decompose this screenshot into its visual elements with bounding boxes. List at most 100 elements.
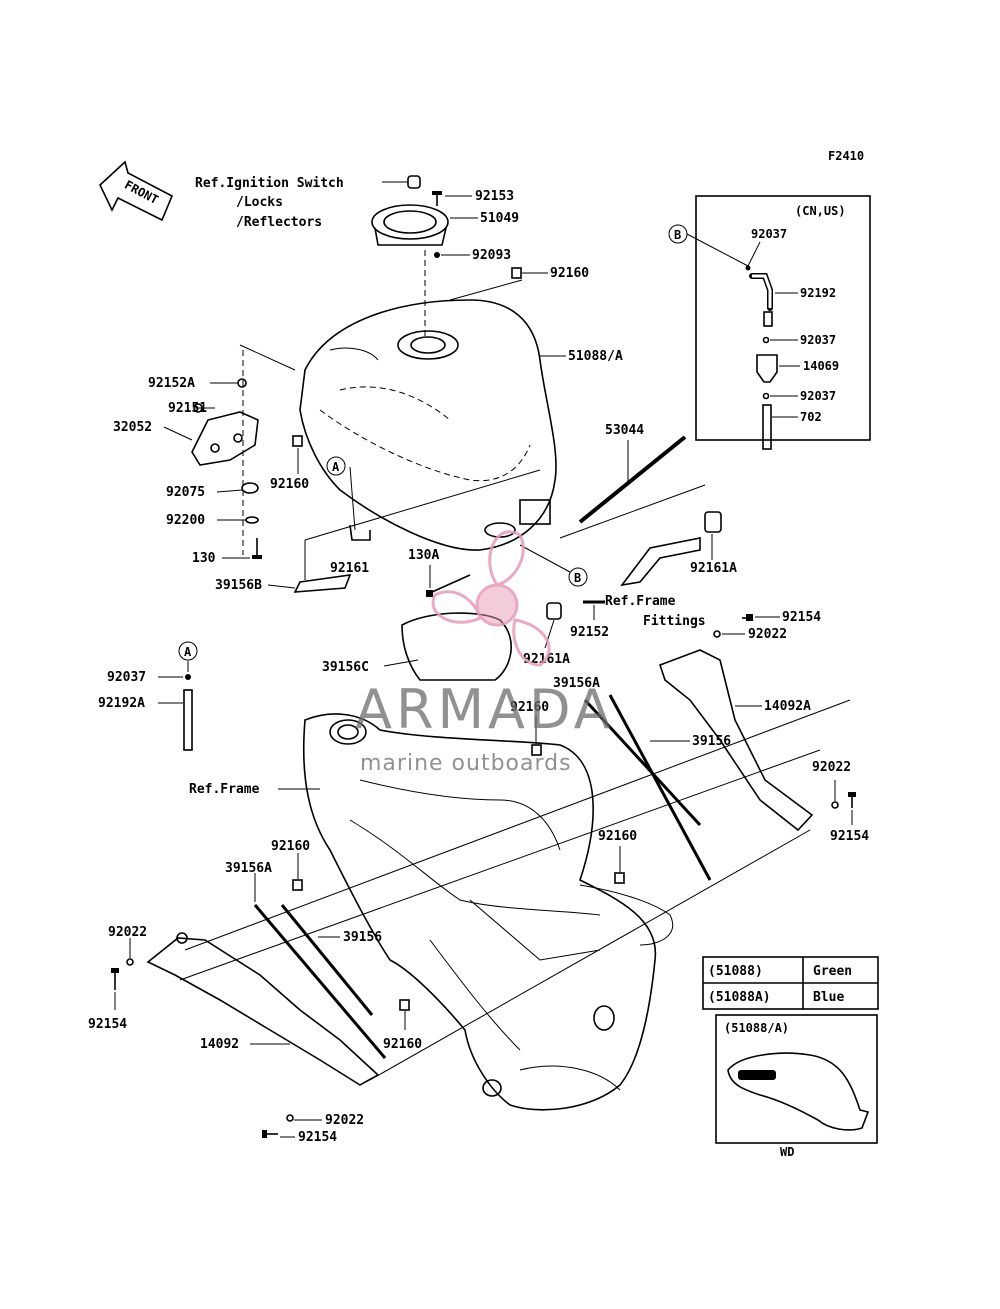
callout-51088A: 51088/A bbox=[568, 349, 623, 364]
ref-ignition-line2: /Locks bbox=[236, 195, 283, 210]
marker-a-tank: A bbox=[326, 456, 346, 476]
bolt-92154-bottom-icon bbox=[262, 1130, 278, 1138]
callout-39156A-r: 39156A bbox=[553, 676, 600, 691]
color-table-color-1: Green bbox=[813, 964, 852, 979]
svg-text:A: A bbox=[184, 645, 192, 659]
washer-92200-icon bbox=[245, 516, 259, 524]
inset-cnus-title: (CN,US) bbox=[795, 204, 846, 218]
callout-92160-bottom: 92160 bbox=[383, 1037, 422, 1052]
callout-92022-l: 92022 bbox=[108, 925, 147, 940]
strip-39156-r-icon bbox=[608, 694, 712, 881]
callout-39156-r: 39156 bbox=[692, 734, 731, 749]
strip-39156-l-icon bbox=[280, 904, 374, 1016]
callout-92161A-right: 92161A bbox=[690, 561, 737, 576]
callout-92160-top: 92160 bbox=[550, 266, 589, 281]
strip-39156A-l-icon bbox=[253, 904, 387, 1059]
ref-frame-fittings-2: Fittings bbox=[643, 614, 706, 629]
ref-ignition-line3: /Reflectors bbox=[236, 215, 322, 230]
front-arrow-icon: FRONT bbox=[99, 160, 174, 222]
callout-92093: 92093 bbox=[472, 248, 511, 263]
callout-92022-bottom: 92022 bbox=[325, 1113, 364, 1128]
propeller-logo-icon bbox=[431, 530, 551, 667]
damper-92160-l2-icon bbox=[292, 879, 303, 891]
watermark-logo: ARMADA marine outboards bbox=[355, 530, 615, 776]
pad-39156B-icon bbox=[293, 574, 352, 593]
washer-92022-bottom-icon bbox=[286, 1114, 294, 1122]
hose-92192A-icon bbox=[183, 689, 193, 751]
inset-part-14069: 14069 bbox=[803, 359, 839, 373]
callout-39156B: 39156B bbox=[215, 578, 262, 593]
callout-92022-r2: 92022 bbox=[812, 760, 851, 775]
callout-92160-l2: 92160 bbox=[271, 839, 310, 854]
callout-92022-r1: 92022 bbox=[748, 627, 787, 642]
damper-92160-mid-icon bbox=[531, 744, 542, 756]
fuel-cap-ring-icon bbox=[371, 204, 449, 246]
callout-92154-r2: 92154 bbox=[830, 829, 869, 844]
damper-92160-left-icon bbox=[292, 435, 303, 447]
damper-92160-icon bbox=[511, 267, 522, 279]
svg-text:B: B bbox=[574, 571, 581, 585]
ref-frame-label: Ref.Frame bbox=[189, 782, 260, 797]
bolt-130-icon bbox=[252, 538, 262, 559]
washer-92022-r2-icon bbox=[831, 801, 839, 809]
inset-part-702: 702 bbox=[800, 410, 822, 424]
callout-92153: 92153 bbox=[475, 189, 514, 204]
damper-92160-bottom-icon bbox=[399, 999, 410, 1011]
callout-92160-center: 92160 bbox=[598, 829, 637, 844]
washer-92022-r1-icon bbox=[713, 630, 721, 638]
callout-130: 130 bbox=[192, 551, 216, 566]
grommet-92075-icon bbox=[241, 482, 259, 494]
callout-39156-l: 39156 bbox=[343, 930, 382, 945]
watermark-brand: ARMADA bbox=[355, 678, 615, 741]
side-cover-14092A bbox=[658, 649, 814, 832]
callout-14092: 14092 bbox=[200, 1037, 239, 1052]
ref-ignition-line1: Ref.Ignition Switch bbox=[195, 176, 344, 191]
callout-92200: 92200 bbox=[166, 513, 205, 528]
bolt-130A-icon bbox=[426, 574, 471, 597]
fuel-tank bbox=[299, 299, 557, 551]
callout-92152A: 92152A bbox=[148, 376, 195, 391]
frame-fitting-bracket bbox=[620, 537, 701, 587]
svg-text:B: B bbox=[674, 228, 681, 242]
ref-frame-fittings-1: Ref.Frame bbox=[605, 594, 676, 609]
callout-32052: 32052 bbox=[113, 420, 152, 435]
inset-part-92192: 92192 bbox=[800, 286, 836, 300]
inset-wd-title: (51088/A) bbox=[724, 1021, 789, 1035]
hose-702-icon bbox=[762, 404, 772, 450]
bolt-92151-icon bbox=[193, 403, 203, 413]
callout-92075: 92075 bbox=[166, 485, 205, 500]
callout-92154-bottom: 92154 bbox=[298, 1130, 337, 1145]
filter-14069-icon bbox=[756, 354, 778, 383]
marker-a-left: A bbox=[178, 641, 198, 661]
bolt-92154-r2-icon bbox=[848, 792, 856, 808]
damper-92160-center-icon bbox=[614, 872, 625, 884]
watermark-tagline: marine outboards bbox=[360, 751, 572, 776]
marker-b-tank: B bbox=[568, 567, 588, 587]
callout-130A: 130A bbox=[408, 548, 439, 563]
figure-code: F2410 bbox=[828, 149, 864, 163]
inset-cnus: (CN,US) B 92037 92192 92037 14069 92037 … bbox=[668, 195, 871, 450]
clip-92037-left-icon bbox=[185, 674, 191, 680]
nut-92093-icon bbox=[434, 252, 440, 258]
callout-39156A-l: 39156A bbox=[225, 861, 272, 876]
svg-text:A: A bbox=[332, 460, 340, 474]
inset-part-92037-c: 92037 bbox=[800, 389, 836, 403]
color-table: (51088) Green (51088A) Blue bbox=[702, 956, 879, 1010]
callout-14092A: 14092A bbox=[764, 699, 811, 714]
color-table-part-1: (51088) bbox=[708, 964, 763, 979]
callout-92160-mid: 92160 bbox=[510, 700, 549, 715]
inset-wd: (51088/A) WD bbox=[715, 1014, 878, 1159]
damper-92161A-right-icon bbox=[704, 511, 722, 533]
callout-92037-left: 92037 bbox=[107, 670, 146, 685]
color-table-part-2: (51088A) bbox=[708, 990, 771, 1005]
inset-part-92037-b: 92037 bbox=[800, 333, 836, 347]
strip-39156A-r-icon bbox=[583, 698, 702, 827]
callout-92160-left: 92160 bbox=[270, 477, 309, 492]
frame bbox=[302, 713, 674, 1111]
callout-92154-l: 92154 bbox=[88, 1017, 127, 1032]
cover-39156C-icon bbox=[401, 612, 512, 681]
bracket-32052-icon bbox=[191, 411, 259, 466]
callout-92192A: 92192A bbox=[98, 696, 145, 711]
bolt-92153-icon bbox=[432, 191, 442, 206]
